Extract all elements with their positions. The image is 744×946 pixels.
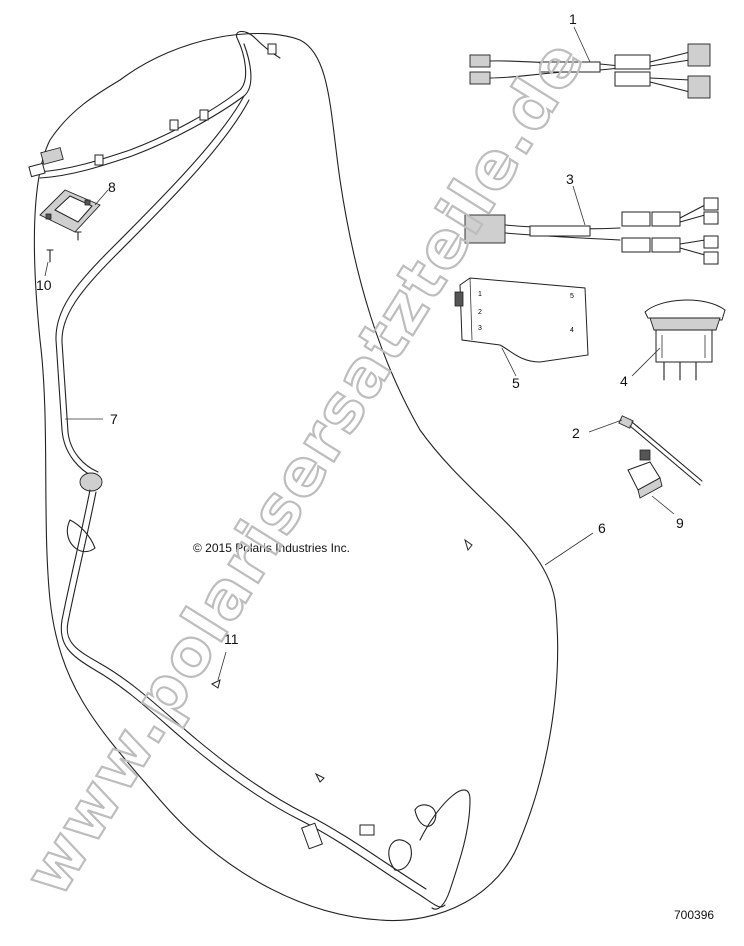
callout-11: 11 [224, 631, 239, 647]
jumper-harness-1 [469, 43, 711, 99]
windshield-outline [33, 32, 559, 922]
tie-mount [627, 461, 663, 499]
callouts: 1 2 3 4 5 6 7 8 9 10 11 [36, 11, 684, 647]
jumper-harness-3 [464, 197, 719, 265]
callout-6: 6 [598, 520, 606, 536]
leader-lines [44, 26, 675, 681]
switch-label-2: 2 [478, 309, 482, 316]
callout-1: 1 [569, 11, 577, 27]
switch-label-4: 4 [570, 327, 574, 334]
callout-7: 7 [110, 411, 118, 427]
switch-bezel: 1 2 3 4 5 [454, 277, 589, 363]
callout-2: 2 [572, 425, 580, 441]
callout-4: 4 [620, 373, 628, 389]
callout-5: 5 [512, 375, 520, 391]
figure-number: 700396 [674, 908, 714, 922]
switch-label-1: 1 [478, 291, 482, 298]
switch-label-3: 3 [478, 325, 482, 332]
rocker-switch [644, 299, 726, 381]
wire-harness [28, 30, 471, 910]
switch-label-5: 5 [570, 293, 574, 300]
control-module [39, 189, 101, 233]
callout-3: 3 [566, 171, 574, 187]
screw-10 [46, 249, 54, 263]
callout-10: 10 [36, 277, 52, 293]
callout-8: 8 [108, 179, 116, 195]
copyright-text: © 2015 Polaris Industries Inc. [193, 541, 350, 555]
cable-tie [618, 415, 703, 486]
callout-9: 9 [676, 515, 684, 531]
